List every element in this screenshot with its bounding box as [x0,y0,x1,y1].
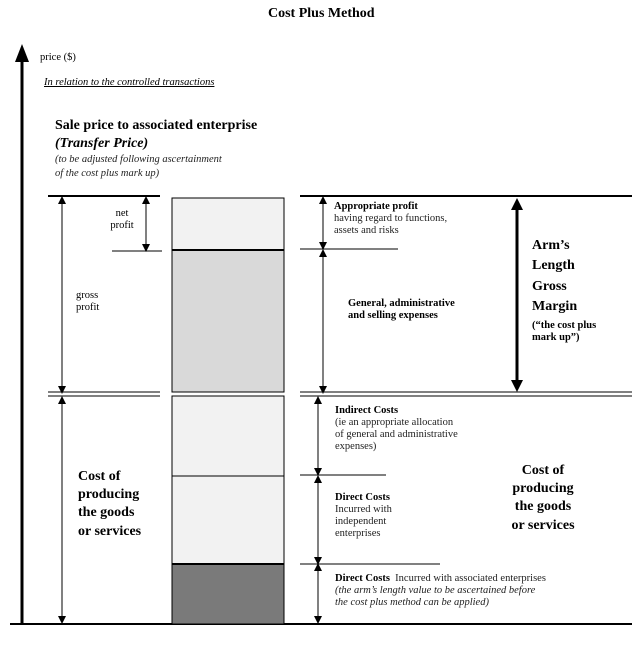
right-cost-label: Cost of producing the goods or services [488,462,598,535]
block-general-expenses [171,249,285,393]
block-direct-costs-associated [171,563,285,625]
gross-margin-line-4: Margin [532,298,578,314]
net-profit-label: net profit [102,208,142,232]
block-indirect-costs [171,395,285,477]
direct-assoc-note-1: (the arm’s length value to be ascertaine… [335,585,536,597]
gross-margin-line-2: Length [532,258,575,274]
indirect-costs-line-1: (ie an appropriate allocation [335,417,454,429]
right-cost-line-1: Cost of [521,463,565,478]
gross-profit-line-2: profit [76,302,100,314]
direct-indep-line-2: independent [335,516,387,528]
appropriate-profit-label: Appropriate profit having regard to func… [334,201,447,237]
price-axis-arrowhead [15,44,29,62]
sale-price-note-1: (to be adjusted following ascertainment [55,154,222,165]
left-cost-line-4: or services [78,523,142,539]
sale-price-heading: Sale price to associated enterprise [55,118,258,133]
general-expenses-line-2: and selling expenses [348,310,438,322]
appropriate-profit-line-1: having regard to functions, [334,213,448,225]
direct-indep-title: Direct Costs [335,492,390,503]
appropriate-profit-line-2: assets and risks [334,225,399,237]
direct-assoc-title: Direct Costs [335,573,390,584]
gross-profit-label: gross profit [76,290,99,314]
gross-margin-note-1: (“the cost plus [532,320,597,331]
right-cost-line-2: producing [512,481,574,497]
direct-assoc-label: Direct Costs Incurred with associated en… [335,573,546,609]
left-cost-line-2: producing [78,487,140,503]
right-cost-line-4: or services [511,517,575,533]
general-expenses-label: General, administrative and selling expe… [348,298,455,322]
axis-note: In relation to the controlled transactio… [44,77,215,88]
left-cost-line-3: the goods [78,505,135,521]
indirect-costs-title: Indirect Costs [335,405,399,416]
transfer-price-label: (Transfer Price) [55,136,149,151]
direct-indep-line-3: enterprises [335,528,381,540]
appropriate-profit-title: Appropriate profit [334,201,418,212]
diagram-title: Cost Plus Method [268,6,375,21]
axis-label: price ($) [40,52,76,63]
indirect-costs-label: Indirect Costs (ie an appropriate alloca… [335,405,458,453]
gross-margin-note-2: mark up”) [532,332,580,344]
gross-profit-line-1: gross [76,290,99,301]
gross-margin-label: Arm’s Length Gross Margin [532,236,577,317]
indirect-costs-line-3: expenses) [335,441,377,453]
direct-indep-line-1: Incurred with [335,504,392,516]
gross-margin-line-1: Arm’s [532,238,570,253]
left-cost-line-1: Cost of [78,469,121,484]
sale-price-note-2: of the cost plus mark up) [55,168,160,179]
left-cost-label: Cost of producing the goods or services [78,468,141,541]
right-cost-line-3: the goods [514,499,572,515]
block-direct-costs-independent [171,475,285,565]
direct-assoc-note-2: the cost plus method can be applied) [335,597,489,609]
general-expenses-line-1: General, administrative [348,298,455,309]
net-profit-line-1: net [115,208,129,219]
direct-indep-label: Direct Costs Incurred with independent e… [335,492,392,540]
gross-margin-line-3: Gross [532,278,567,294]
indirect-costs-line-2: of general and administrative [335,429,458,441]
block-net-profit [171,197,285,251]
gross-margin-note: (“the cost plus mark up”) [532,320,596,344]
net-profit-line-2: profit [110,220,134,232]
direct-assoc-desc: Incurred with associated enterprises [395,573,546,584]
